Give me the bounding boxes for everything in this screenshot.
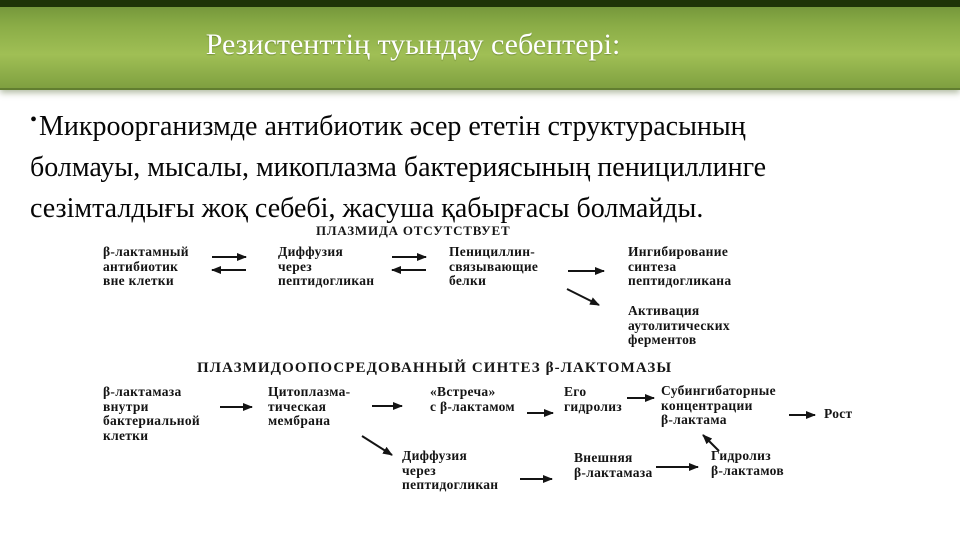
bullet-text: Микроорганизмде антибиотик әсер ететін с… (30, 111, 767, 224)
slide-title: Резистенттің туындау себептері: (205, 28, 621, 61)
node-hydrolysis-of-beta-lactams: Гидролиз β-лактамов (711, 448, 784, 478)
node-its-hydrolysis: Его гидролиз (564, 384, 622, 414)
node-inhibition-of-peptidoglycan-synthesis: Ингибирование синтеза пептидогликана (628, 244, 732, 288)
bullet-paragraph: •Микроорганизмде антибиотик әсер ететін … (30, 100, 940, 229)
node-meeting-with-beta-lactam: «Встреча» с β-лактамом (430, 384, 515, 414)
node-beta-lactam-antibiotic-outside: β-лактамный антибиотик вне клетки (103, 244, 189, 288)
node-cytoplasmic-membrane: Цитоплазма- тическая мембрана (268, 384, 351, 428)
header-top-strip (0, 0, 960, 7)
section-title-plasmid-absent: ПЛАЗМИДА ОТСУТСТВУЕТ (316, 223, 511, 238)
node-external-beta-lactamase: Внешняя β-лактамаза (574, 450, 653, 480)
node-growth: Рост (824, 406, 853, 421)
bullet-marker: • (30, 109, 38, 131)
node-subinhibitory-concentrations: Субингибаторные концентрации β-лактама (661, 383, 776, 427)
slide-header: Резистенттің туындау себептері: (0, 0, 960, 90)
node-diffusion-through-peptidoglycan-2: Диффузия через пептидогликан (402, 448, 499, 492)
node-diffusion-through-peptidoglycan: Диффузия через пептидогликан (278, 244, 375, 288)
node-penicillin-binding-proteins: Пенициллин- связывающие белки (449, 244, 539, 288)
node-beta-lactamase-inside-cell: β-лактамаза внутри бактериальной клетки (103, 384, 200, 443)
node-activation-of-autolytic-enzymes: Активация аутолитических ферментов (628, 303, 730, 347)
section-title-plasmid-mediated-synthesis: ПЛАЗМИДООПОСРЕДОВАННЫЙ СИНТЕЗ β-ЛАКТОМАЗ… (197, 360, 673, 376)
